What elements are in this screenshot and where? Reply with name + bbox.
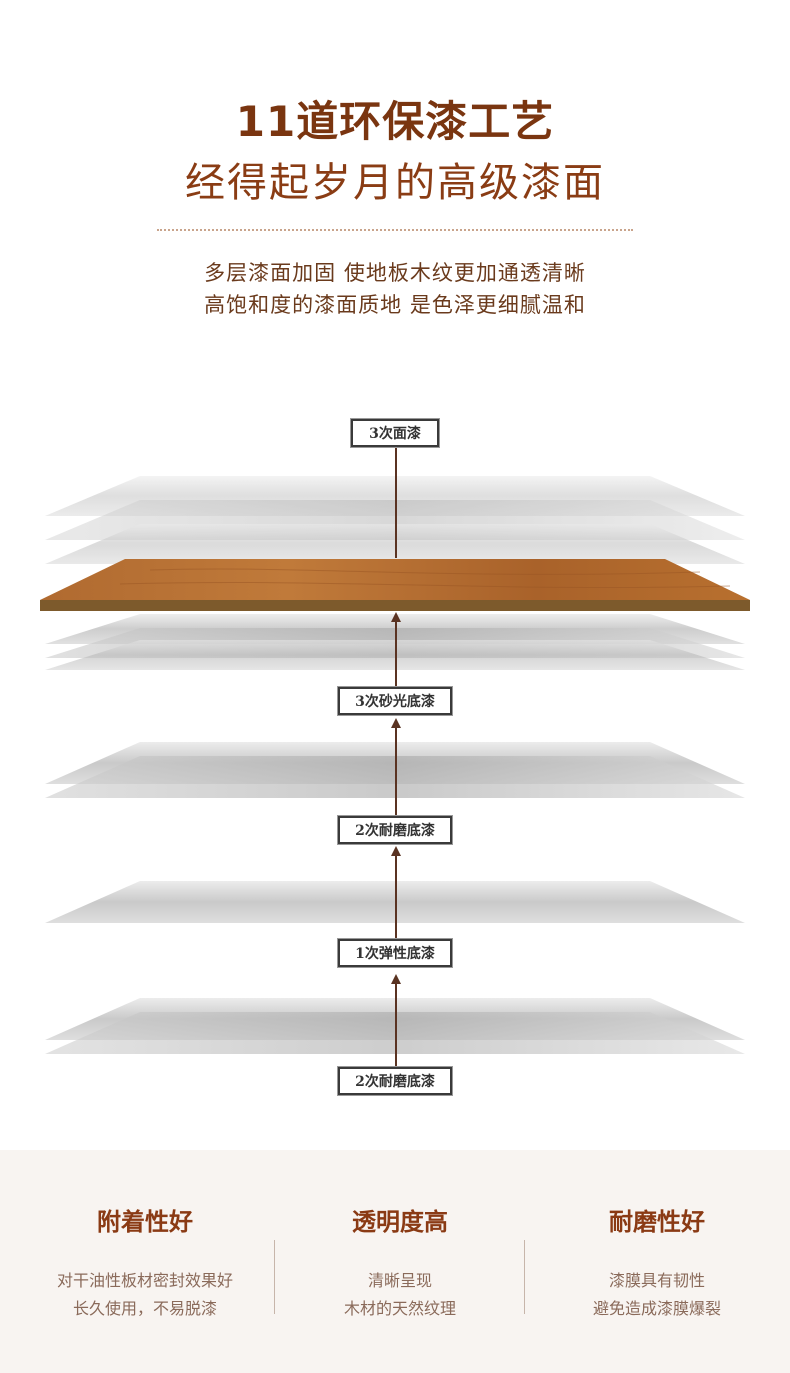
feature-line-1: 清晰呈现 [367, 1271, 432, 1290]
paint-layer-diagram: 3次面漆 3次砂光底漆 2次耐磨底漆 1次弹性底漆 2次耐磨底漆 [0, 400, 790, 1120]
page-subtitle: 经得起岁月的高级漆面 [185, 160, 605, 206]
label-sanding-primer: 3次砂光底漆 [338, 687, 452, 715]
feature-line-1: 对干油性板材密封效果好 [56, 1271, 233, 1290]
label-wear-primer-lower: 2次耐磨底漆 [338, 1067, 452, 1095]
feature-wear-resistance: 耐磨性好 漆膜具有韧性 避免造成漆膜爆裂 [532, 1150, 782, 1373]
page-title: 11道环保漆工艺 [235, 97, 555, 146]
feature-separator [524, 1240, 525, 1314]
feature-line-2: 避免造成漆膜爆裂 [592, 1299, 721, 1318]
feature-title: 附着性好 [97, 1208, 193, 1236]
feature-separator [274, 1240, 275, 1314]
layer-stack-illustration [40, 445, 750, 1066]
label-elastic-primer: 1次弹性底漆 [338, 939, 452, 967]
wood-board [40, 559, 750, 611]
header-section: 11道环保漆工艺 经得起岁月的高级漆面 多层漆面加固 使地板木纹更加通透清晰 高… [0, 0, 790, 330]
feature-adhesion: 附着性好 对干油性板材密封效果好 长久使用，不易脱漆 [20, 1150, 270, 1373]
feature-line-2: 长久使用，不易脱漆 [72, 1299, 217, 1318]
label-top-coat: 3次面漆 [351, 419, 439, 447]
feature-title: 透明度高 [352, 1208, 448, 1236]
feature-title: 耐磨性好 [609, 1208, 705, 1236]
feature-line-1: 漆膜具有韧性 [608, 1271, 705, 1290]
description-line-2: 高饱和度的漆面质地 是色泽更细腻温和 [204, 293, 586, 317]
dotted-divider [157, 229, 633, 231]
feature-line-2: 木材的天然纹理 [343, 1299, 456, 1318]
features-section: 附着性好 对干油性板材密封效果好 长久使用，不易脱漆 透明度高 清晰呈现 木材的… [0, 1150, 790, 1373]
label-wear-primer-upper: 2次耐磨底漆 [338, 816, 452, 844]
description-line-1: 多层漆面加固 使地板木纹更加通透清晰 [204, 261, 586, 285]
feature-transparency: 透明度高 清晰呈现 木材的天然纹理 [275, 1150, 525, 1373]
connector-arrows [391, 445, 401, 1066]
